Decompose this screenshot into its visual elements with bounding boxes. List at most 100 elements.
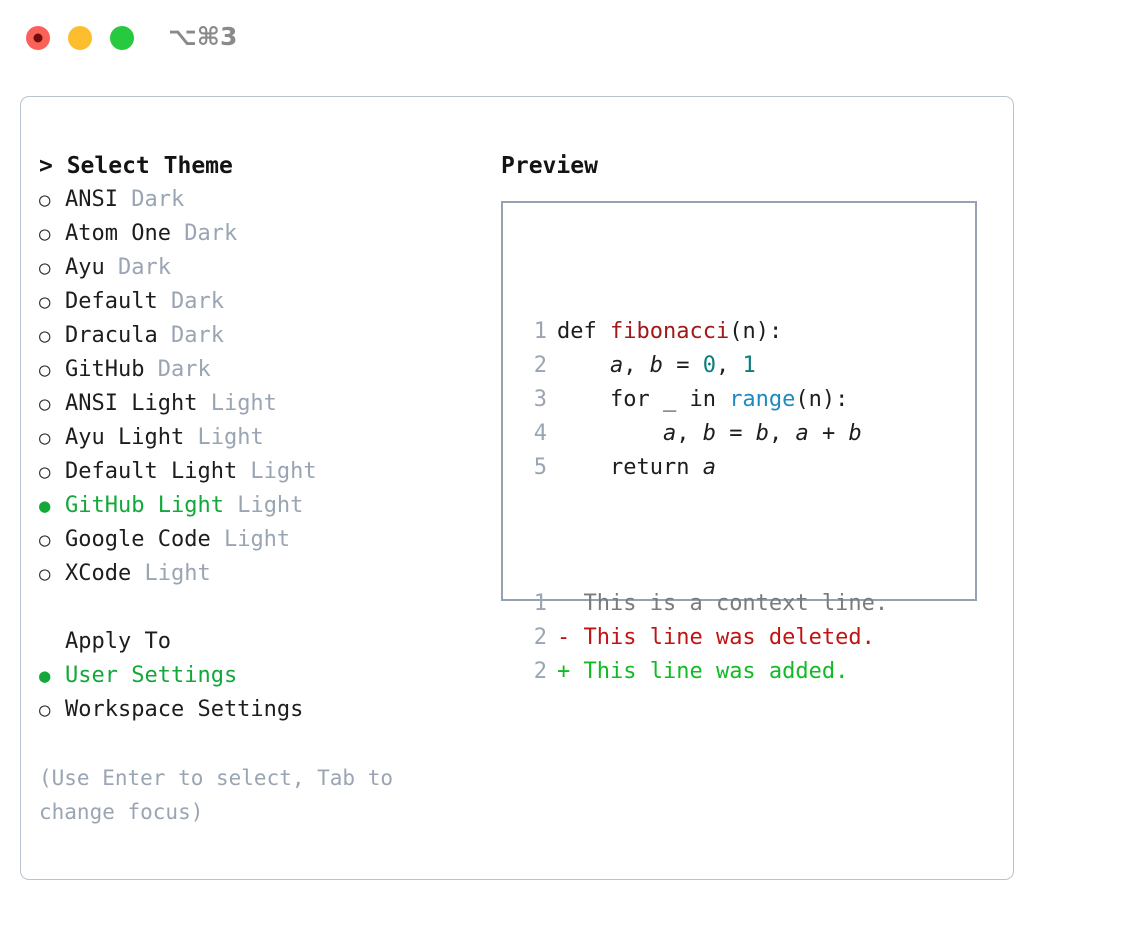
window-title: ⌥⌘3 bbox=[168, 22, 238, 51]
diff-line-text: This line was deleted. bbox=[570, 625, 875, 650]
radio-unselected-icon: ○ bbox=[39, 257, 51, 279]
apply-to-heading: Apply To bbox=[65, 629, 171, 654]
close-button-icon[interactable] bbox=[26, 26, 50, 50]
radio-unselected-icon: ○ bbox=[39, 189, 51, 211]
theme-option-label: GitHub bbox=[65, 357, 145, 382]
theme-option-ansi-light[interactable]: ○ANSI Light Light bbox=[39, 387, 489, 421]
code-line: 5 return a bbox=[517, 451, 888, 485]
code-line: 4 a, b = b, a + b bbox=[517, 417, 888, 451]
theme-option-ayu[interactable]: ○Ayu Dark bbox=[39, 251, 489, 285]
theme-option-default[interactable]: ○ Default Dark bbox=[39, 285, 489, 319]
theme-option-github[interactable]: ○GitHub Dark bbox=[39, 353, 489, 387]
theme-option-dracula[interactable]: ○Dracula Dark bbox=[39, 319, 489, 353]
code-token-var: a bbox=[795, 421, 809, 446]
code-token-plain: = bbox=[662, 353, 703, 378]
theme-option-label: Default bbox=[65, 289, 158, 314]
theme-option-variant: Light bbox=[131, 561, 211, 586]
theme-option-label: GitHub Light bbox=[65, 493, 224, 518]
theme-option-variant: Dark bbox=[157, 289, 224, 314]
code-line: 3 for _ in range(n): bbox=[517, 383, 888, 417]
code-line: 2 a, b = 0, 1 bbox=[517, 349, 888, 383]
radio-unselected-icon: ○ bbox=[39, 427, 51, 449]
code-token-var: a bbox=[662, 421, 677, 446]
main-panel: > Select Theme ○ANSI Dark○Atom One Dark○… bbox=[20, 96, 1014, 880]
code-token-var: b bbox=[702, 421, 716, 446]
code-token-plain: , bbox=[623, 353, 650, 378]
theme-option-label: Ayu Light bbox=[65, 425, 185, 450]
code-token-builtin: range bbox=[729, 387, 796, 412]
radio-unselected-icon: ○ bbox=[39, 529, 51, 551]
theme-option-xcode[interactable]: ○ XCode Light bbox=[39, 557, 489, 591]
code-token-num: 0 bbox=[702, 353, 716, 378]
theme-option-variant: Dark bbox=[170, 221, 238, 246]
radio-unselected-icon: ○ bbox=[39, 291, 51, 313]
radio-selected-icon: ● bbox=[39, 495, 51, 517]
maximize-button-icon[interactable] bbox=[110, 26, 134, 50]
line-number: 3 bbox=[533, 387, 547, 412]
apply-to-list[interactable]: ● User Settings ○Workspace Settings bbox=[39, 659, 489, 727]
code-token-var: b bbox=[649, 353, 663, 378]
apply-to-option-label: User Settings bbox=[65, 663, 238, 688]
code-token-plain: = bbox=[715, 421, 756, 446]
code-token-var: a bbox=[609, 353, 624, 378]
diff-line-text: This line was added. bbox=[570, 659, 849, 684]
select-theme-heading: > Select Theme bbox=[39, 153, 233, 179]
theme-option-label: Dracula bbox=[65, 323, 158, 348]
minimize-button-icon[interactable] bbox=[68, 26, 92, 50]
window-controls bbox=[26, 26, 134, 50]
theme-option-label: Atom One bbox=[65, 221, 171, 246]
theme-option-ayu-light[interactable]: ○Ayu Light Light bbox=[39, 421, 489, 455]
code-token-plain: def bbox=[557, 319, 610, 344]
code-line-text: a, b = 0, 1 bbox=[557, 349, 756, 383]
theme-option-variant: Light bbox=[223, 493, 304, 518]
code-line-text: for _ in range(n): bbox=[557, 383, 848, 417]
code-token-plain: (n): bbox=[795, 387, 849, 412]
title-bar: ⌥⌘3 bbox=[0, 0, 1140, 78]
theme-option-atom-one[interactable]: ○ Atom One Dark bbox=[39, 217, 489, 251]
theme-option-ansi[interactable]: ○ANSI Dark bbox=[39, 183, 489, 217]
code-token-plain: , bbox=[768, 421, 796, 446]
spacer bbox=[39, 591, 489, 625]
theme-option-variant: Light bbox=[197, 391, 277, 416]
radio-unselected-icon: ○ bbox=[39, 393, 51, 415]
theme-option-default-light[interactable]: ○Default Light Light bbox=[39, 455, 489, 489]
diff-line-number: 1 bbox=[533, 591, 547, 616]
diff-line-context: 1 This is a context line. bbox=[517, 587, 888, 621]
theme-selector-column: > Select Theme ○ANSI Dark○Atom One Dark○… bbox=[39, 149, 489, 829]
code-token-plain bbox=[557, 353, 610, 378]
apply-to-option-user-settings[interactable]: ● User Settings bbox=[39, 659, 489, 693]
line-number: 2 bbox=[533, 353, 547, 378]
theme-option-github-light[interactable]: ● GitHub Light Light bbox=[39, 489, 489, 523]
code-token-num: 1 bbox=[742, 353, 756, 378]
theme-option-variant: Dark bbox=[117, 187, 185, 212]
diff-line-added: 2+ This line was added. bbox=[517, 655, 888, 689]
code-line-text: return a bbox=[557, 451, 716, 485]
diff-line-deleted: 2- This line was deleted. bbox=[517, 621, 888, 655]
radio-unselected-icon: ○ bbox=[39, 223, 51, 245]
diff-line-number: 2 bbox=[533, 625, 547, 650]
theme-option-variant: Dark bbox=[104, 255, 171, 280]
apply-to-bullet-placeholder: ○ bbox=[39, 625, 65, 659]
radio-unselected-icon: ○ bbox=[39, 563, 51, 585]
radio-unselected-icon: ○ bbox=[39, 461, 51, 483]
radio-selected-icon: ● bbox=[39, 665, 51, 687]
radio-unselected-icon: ○ bbox=[39, 325, 51, 347]
apply-to-option-workspace-settings[interactable]: ○Workspace Settings bbox=[39, 693, 489, 727]
line-number: 4 bbox=[533, 421, 547, 446]
code-token-var: b bbox=[848, 421, 862, 446]
keyboard-hint: (Use Enter to select, Tab to change focu… bbox=[39, 766, 406, 824]
theme-list[interactable]: ○ANSI Dark○Atom One Dark○Ayu Dark○Defaul… bbox=[39, 183, 489, 591]
theme-option-label: XCode bbox=[65, 561, 132, 586]
code-token-plain: , bbox=[715, 353, 743, 378]
theme-option-google-code[interactable]: ○Google Code Light bbox=[39, 523, 489, 557]
code-token-plain: , bbox=[676, 421, 703, 446]
diff-line-number: 2 bbox=[533, 659, 547, 684]
code-token-var: b bbox=[755, 421, 769, 446]
diff-marker: - bbox=[557, 625, 571, 650]
